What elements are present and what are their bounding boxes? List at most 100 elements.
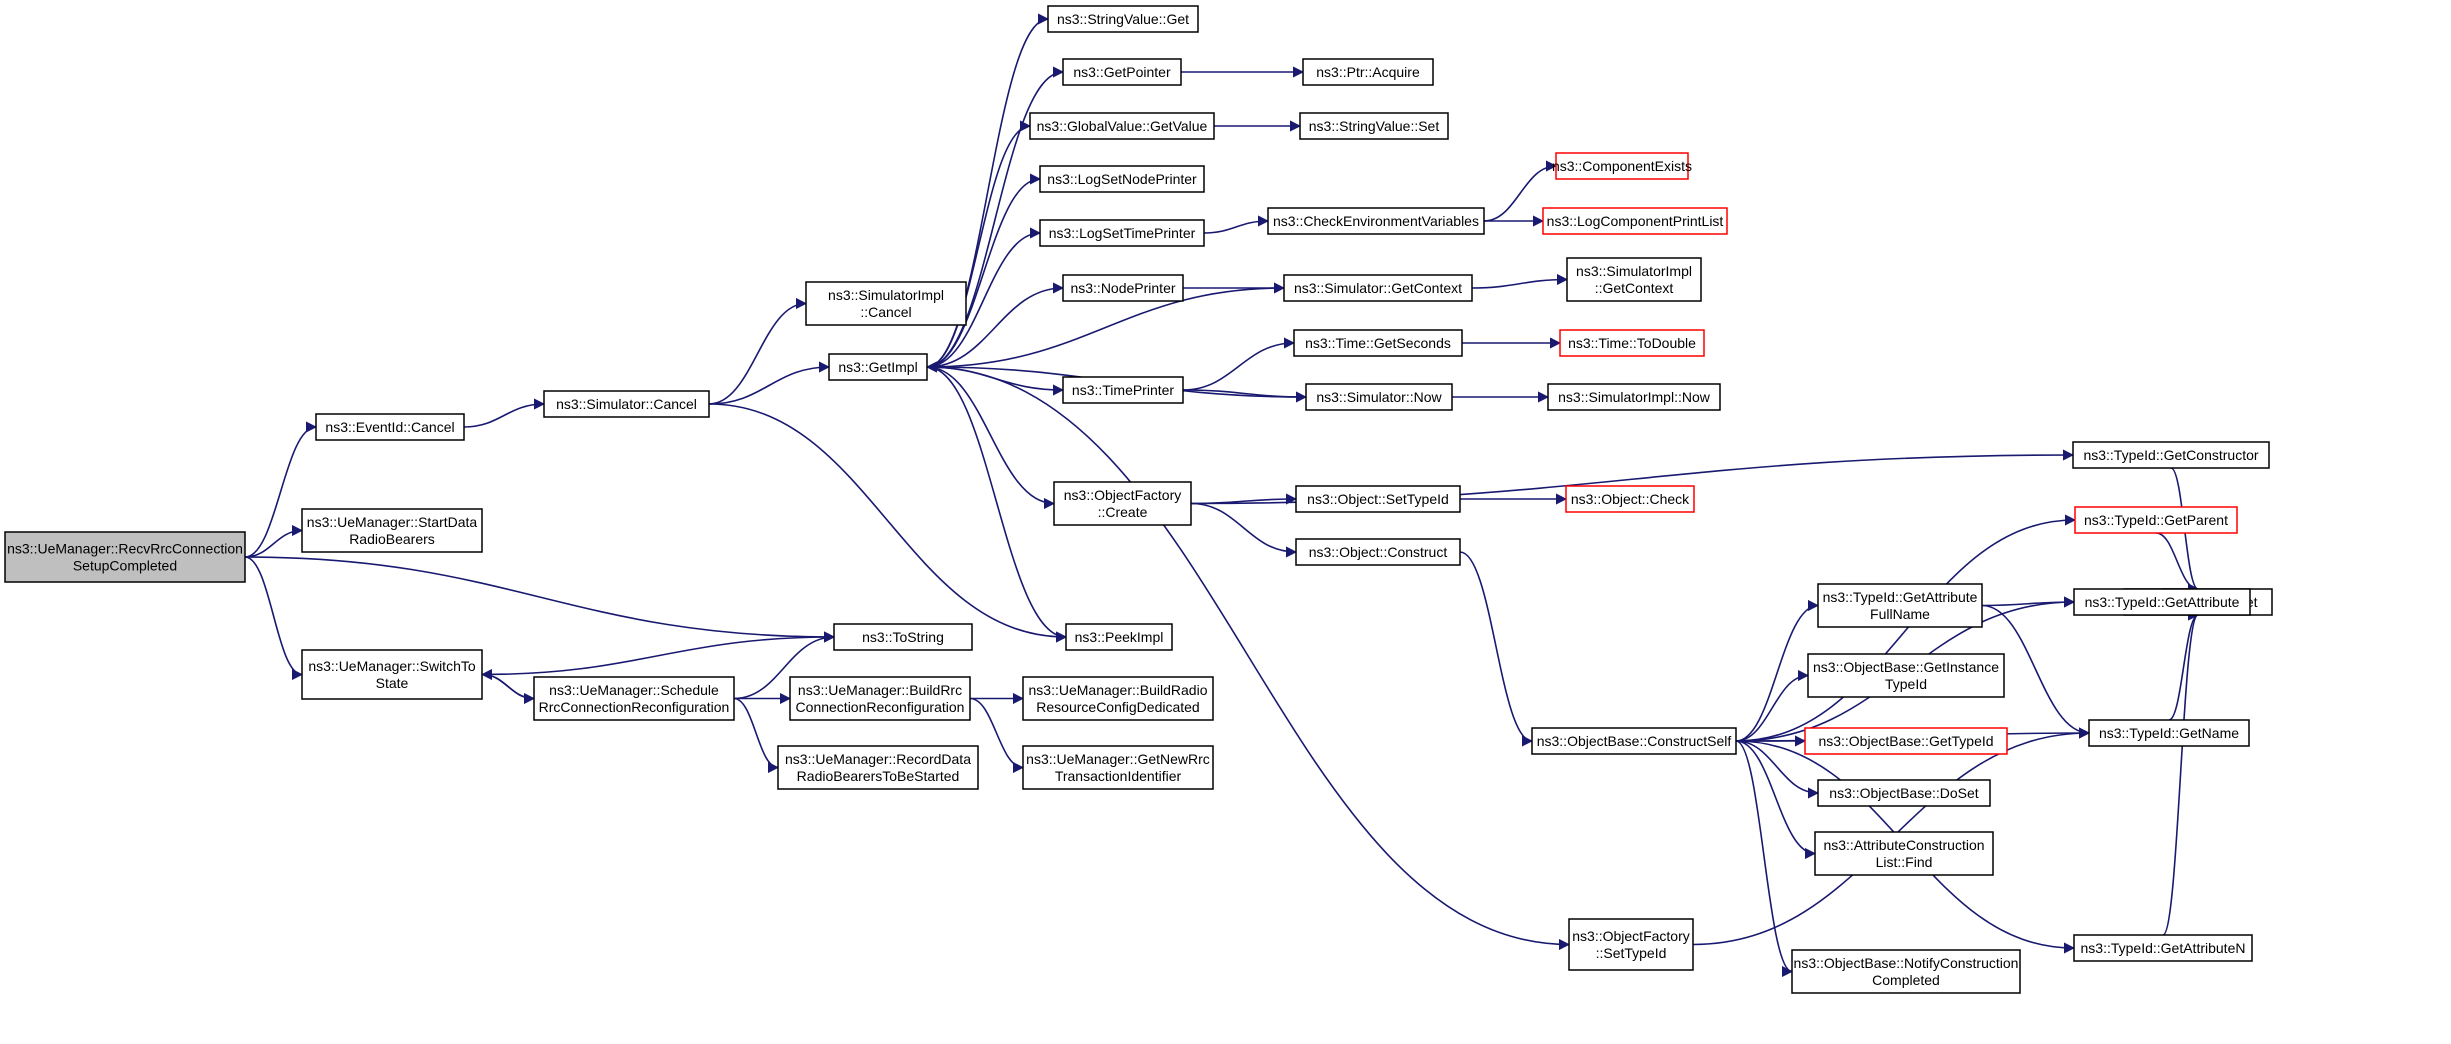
edge-simcancel-to-getimpl: [708, 361, 831, 405]
node-label: ns3::UeManager::BuildRadio: [1029, 682, 1208, 698]
node-objconstruct[interactable]: ns3::Object::Construct: [1295, 538, 1461, 566]
node-doset[interactable]: ns3::ObjectBase::DoSet: [1817, 779, 1991, 807]
node-checkenv[interactable]: ns3::CheckEnvironmentVariables: [1267, 207, 1485, 235]
node-evcancel[interactable]: ns3::EventId::Cancel: [315, 413, 465, 441]
node-tostring[interactable]: ns3::ToString: [833, 623, 973, 651]
node-ptracquire[interactable]: ns3::Ptr::Acquire: [1302, 58, 1434, 86]
node-compexists[interactable]: ns3::ComponentExists: [1552, 152, 1692, 180]
edge-objfactorycreate-to-objsettypeid: [1190, 493, 1298, 505]
edge-recv-to-switchto: [244, 556, 304, 681]
node-getattributen[interactable]: ns3::TypeId::GetAttributeN: [2073, 934, 2253, 962]
node-stringvalueget[interactable]: ns3::StringValue::Get: [1047, 5, 1199, 33]
node-box: [1807, 653, 2005, 698]
node-label: TransactionIdentifier: [1055, 768, 1182, 784]
node-objsettypeid[interactable]: ns3::Object::SetTypeId: [1295, 485, 1461, 513]
node-buildrrc[interactable]: ns3::UeManager::BuildRrcConnectionReconf…: [789, 676, 971, 721]
node-simimplcancel[interactable]: ns3::SimulatorImpl::Cancel: [805, 281, 967, 326]
node-box: [1022, 745, 1214, 790]
node-stringvalueset[interactable]: ns3::StringValue::Set: [1299, 112, 1449, 140]
node-typeidgetattribute[interactable]: ns3::TypeId::GetAttribute: [2073, 588, 2251, 616]
node-label: ns3::Ptr::Acquire: [1316, 64, 1420, 80]
node-label: ns3::PeekImpl: [1075, 629, 1164, 645]
node-box: [777, 745, 979, 790]
node-box: [1039, 165, 1205, 193]
node-objfactorysettypeid[interactable]: ns3::ObjectFactory::SetTypeId: [1568, 918, 1694, 971]
node-label: ns3::GetImpl: [838, 359, 917, 375]
node-box: [1062, 274, 1184, 302]
node-objcheck[interactable]: ns3::Object::Check: [1565, 485, 1695, 513]
edge-getimpl-to-objfactorysettypeid: [926, 366, 1571, 951]
node-box: [1039, 219, 1205, 247]
node-box: [1817, 779, 1991, 807]
node-logsetnode[interactable]: ns3::LogSetNodePrinter: [1039, 165, 1205, 193]
node-buildradio[interactable]: ns3::UeManager::BuildRadioResourceConfig…: [1022, 676, 1214, 721]
node-box: [2074, 506, 2238, 534]
edge-getattrfullname-to-typeidgetattribute: [1981, 596, 2076, 608]
node-timeprinter[interactable]: ns3::TimePrinter: [1062, 376, 1184, 404]
edge-checkenv-to-compexists: [1483, 160, 1558, 222]
node-recv[interactable]: ns3::UeManager::RecvRrcConnectionSetupCo…: [4, 531, 246, 583]
node-box: [301, 649, 483, 700]
node-box: [2073, 588, 2251, 616]
edge-timeprinter-to-timegetseconds: [1182, 337, 1296, 391]
node-typeidgetconstructor[interactable]: ns3::TypeId::GetConstructor: [2072, 441, 2270, 469]
edge-getimpl-to-simgetcontext: [925, 287, 1285, 373]
node-timegetseconds[interactable]: ns3::Time::GetSeconds: [1293, 329, 1463, 357]
node-simcancel[interactable]: ns3::Simulator::Cancel: [543, 390, 710, 418]
node-label: ns3::CheckEnvironmentVariables: [1273, 213, 1479, 229]
edge-evcancel-to-simcancel: [463, 398, 546, 428]
node-label: ns3::UeManager::Schedule: [549, 682, 719, 698]
node-constructself[interactable]: ns3::ObjectBase::ConstructSelf: [1531, 727, 1737, 755]
node-box: [2072, 441, 2270, 469]
edge-recv-to-tostring: [244, 556, 836, 643]
edge-constructself-to-getinstancetypeid: [1735, 669, 1810, 742]
node-objbasegettypeid[interactable]: ns3::ObjectBase::GetTypeId: [1804, 727, 2008, 755]
node-box: [1267, 207, 1485, 235]
node-label: ns3::Simulator::Cancel: [556, 396, 697, 412]
node-peekimpl[interactable]: ns3::PeekImpl: [1065, 623, 1173, 651]
edge-constructself-to-doset: [1735, 740, 1820, 799]
edge-getimpl-to-peekimpl: [926, 366, 1068, 643]
node-simimplnow[interactable]: ns3::SimulatorImpl::Now: [1547, 383, 1721, 411]
node-globalvalue[interactable]: ns3::GlobalValue::GetValue: [1029, 112, 1215, 140]
node-notifyconstruction[interactable]: ns3::ObjectBase::NotifyConstructionCompl…: [1791, 949, 2021, 994]
node-label: SetupCompleted: [73, 558, 177, 574]
node-simnow[interactable]: ns3::Simulator::Now: [1305, 383, 1453, 411]
node-logsettime[interactable]: ns3::LogSetTimePrinter: [1039, 219, 1205, 247]
node-simgetcontext[interactable]: ns3::Simulator::GetContext: [1283, 274, 1473, 302]
edge-simcancel-to-peekimpl: [708, 403, 1068, 643]
node-typeidgetname[interactable]: ns3::TypeId::GetName: [2088, 719, 2250, 747]
node-box: [1065, 623, 1173, 651]
edge-constructself-to-attrconstfind: [1735, 740, 1817, 860]
node-label: ns3::SimulatorImpl::Now: [1558, 389, 1711, 405]
node-objfactorycreate[interactable]: ns3::ObjectFactory::Create: [1053, 481, 1192, 526]
node-box: [1565, 485, 1695, 513]
node-typeidgetparent[interactable]: ns3::TypeId::GetParent: [2074, 506, 2238, 534]
node-simimplgetcontext[interactable]: ns3::SimulatorImpl::GetContext: [1566, 257, 1702, 302]
node-getpointer[interactable]: ns3::GetPointer: [1062, 58, 1182, 86]
edge-constructself-to-typeidgetparent: [1735, 514, 2077, 742]
edge-getimpl-to-objfactorycreate: [926, 366, 1056, 510]
node-label: ns3::StringValue::Get: [1057, 11, 1189, 27]
edge-objconstruct-to-constructself: [1459, 551, 1534, 747]
node-getimpl[interactable]: ns3::GetImpl: [828, 353, 928, 381]
node-label: FullName: [1870, 606, 1930, 622]
node-label: ns3::ObjectBase::NotifyConstruction: [1794, 955, 2019, 971]
node-box: [828, 353, 928, 381]
node-recorddata[interactable]: ns3::UeManager::RecordDataRadioBearersTo…: [777, 745, 979, 790]
node-logcompprint[interactable]: ns3::LogComponentPrintList: [1542, 207, 1728, 235]
node-getnewrrc[interactable]: ns3::UeManager::GetNewRrcTransactionIden…: [1022, 745, 1214, 790]
node-box: [1295, 538, 1461, 566]
node-schedule[interactable]: ns3::UeManager::ScheduleRrcConnectionRec…: [533, 676, 735, 721]
node-label: ::SetTypeId: [1596, 945, 1667, 961]
node-label: Completed: [1872, 972, 1940, 988]
node-label: ns3::ObjectBase::GetTypeId: [1818, 733, 1993, 749]
node-nodeprinter[interactable]: ns3::NodePrinter: [1062, 274, 1184, 302]
node-timetodouble[interactable]: ns3::Time::ToDouble: [1559, 329, 1705, 357]
